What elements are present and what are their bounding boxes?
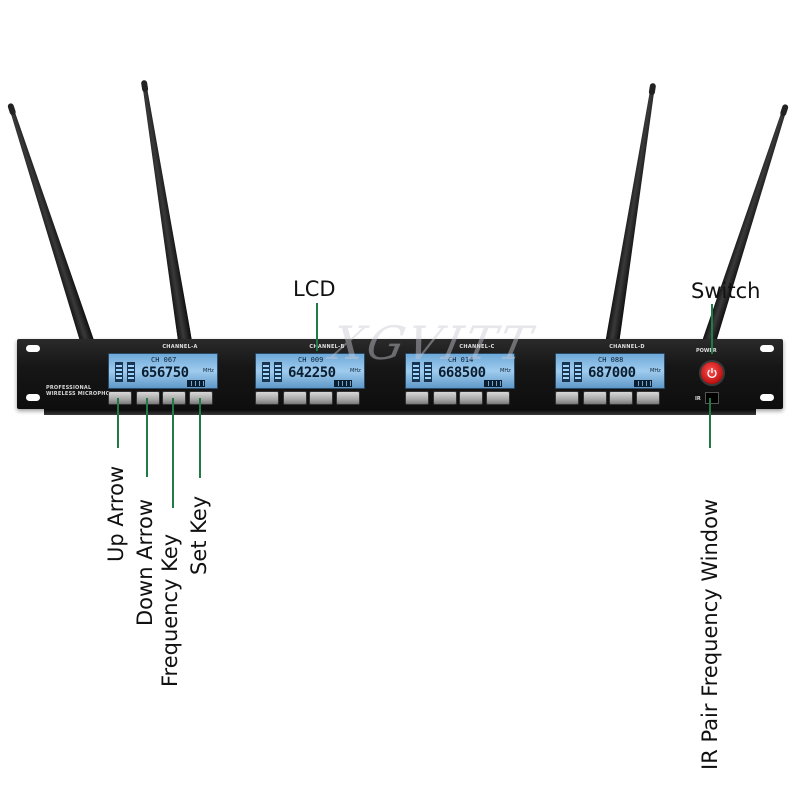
brand-text: PROFESSIONAL WIRELESS MICROPHONE [46, 385, 118, 397]
frequency-key-button[interactable] [162, 391, 186, 405]
down-arrow-button[interactable] [583, 391, 607, 405]
lcd-display: CH 014 668500 MHz [405, 353, 515, 389]
rack-mount-hole [26, 345, 40, 352]
lcd-display: CH 067 656750 MHz [108, 353, 218, 389]
lcd-frequency: 687000 [588, 365, 636, 381]
callout-lcd-label: LCD [293, 277, 336, 301]
callout-down-arrow-label: Down Arrow [133, 498, 157, 626]
callout-switch-line [711, 304, 713, 354]
signal-meter [562, 362, 586, 384]
ir-label: IR [695, 396, 701, 402]
channel-title: CHANNEL-A [162, 344, 198, 350]
down-arrow-button[interactable] [283, 391, 307, 405]
set-key-button[interactable] [486, 391, 510, 405]
rack-mount-hole [760, 345, 774, 352]
antenna-3 [605, 82, 659, 345]
battery-icon [634, 380, 652, 387]
lcd-unit: MHz [350, 368, 361, 374]
up-arrow-button[interactable] [255, 391, 279, 405]
frequency-key-button[interactable] [309, 391, 333, 405]
up-arrow-button[interactable] [555, 391, 579, 405]
rack-mount-hole [26, 394, 40, 401]
down-arrow-button[interactable] [433, 391, 457, 405]
up-arrow-button[interactable] [405, 391, 429, 405]
lcd-unit: MHz [203, 368, 214, 374]
antenna-2 [138, 79, 192, 342]
lcd-frequency: 656750 [141, 365, 189, 381]
channel-title: CHANNEL-D [609, 344, 645, 350]
frequency-key-button[interactable] [609, 391, 633, 405]
ir-pair-window [705, 392, 719, 404]
lcd-frequency: 642250 [288, 365, 336, 381]
power-label: POWER [696, 348, 717, 354]
brand-line-2: WIRELESS MICROPHONE [46, 391, 119, 397]
lcd-frequency: 668500 [438, 365, 486, 381]
channel-d: CHANNEL-D CH 088 687000 MHz [552, 339, 702, 409]
lcd-display: CH 088 687000 MHz [555, 353, 665, 389]
signal-meter [115, 362, 139, 384]
callout-lcd-line [316, 303, 318, 351]
callout-frequency-key-label: Frequency Key [158, 533, 182, 687]
brand-line-1: PROFESSIONAL [46, 385, 92, 391]
chassis-base [44, 409, 756, 415]
lcd-unit: MHz [650, 368, 661, 374]
callout-set-key-line [199, 398, 201, 478]
signal-meter [412, 362, 436, 384]
callout-switch-label: Switch [691, 279, 761, 303]
down-arrow-button[interactable] [136, 391, 160, 405]
callout-ir-window-label: IR Pair Frequency Window [698, 498, 722, 770]
callout-set-key-label: Set Key [187, 495, 211, 575]
channel-c: CHANNEL-C CH 014 668500 MHz [402, 339, 552, 409]
battery-icon [334, 380, 352, 387]
callout-down-arrow-line [146, 398, 148, 477]
lcd-display: CH 009 642250 MHz [255, 353, 365, 389]
rack-mount-hole [760, 394, 774, 401]
signal-meter [262, 362, 286, 384]
channel-b: CHANNEL-B CH 009 642250 MHz [252, 339, 402, 409]
power-icon [707, 368, 717, 379]
callout-ir-window-line [709, 398, 711, 448]
lcd-unit: MHz [500, 368, 511, 374]
lcd-channel-number: CH 009 [298, 356, 324, 364]
frequency-key-button[interactable] [459, 391, 483, 405]
lcd-channel-number: CH 088 [598, 356, 624, 364]
set-key-button[interactable] [189, 391, 213, 405]
lcd-channel-number: CH 067 [151, 356, 177, 364]
lcd-channel-number: CH 014 [448, 356, 474, 364]
power-switch[interactable] [699, 360, 725, 386]
channel-title: CHANNEL-B [309, 344, 345, 350]
set-key-button[interactable] [336, 391, 360, 405]
set-key-button[interactable] [636, 391, 660, 405]
channel-title: CHANNEL-C [459, 344, 495, 350]
battery-icon [187, 380, 205, 387]
antenna-1 [5, 102, 96, 349]
antenna-4 [700, 103, 791, 350]
battery-icon [484, 380, 502, 387]
callout-frequency-key-line [172, 398, 174, 508]
watermark: XGVITT [326, 316, 539, 370]
callout-up-arrow-line [117, 398, 119, 448]
channel-a: CHANNEL-A CH 067 656750 MHz [105, 339, 255, 409]
up-arrow-button[interactable] [108, 391, 132, 405]
callout-up-arrow-label: Up Arrow [104, 465, 128, 562]
